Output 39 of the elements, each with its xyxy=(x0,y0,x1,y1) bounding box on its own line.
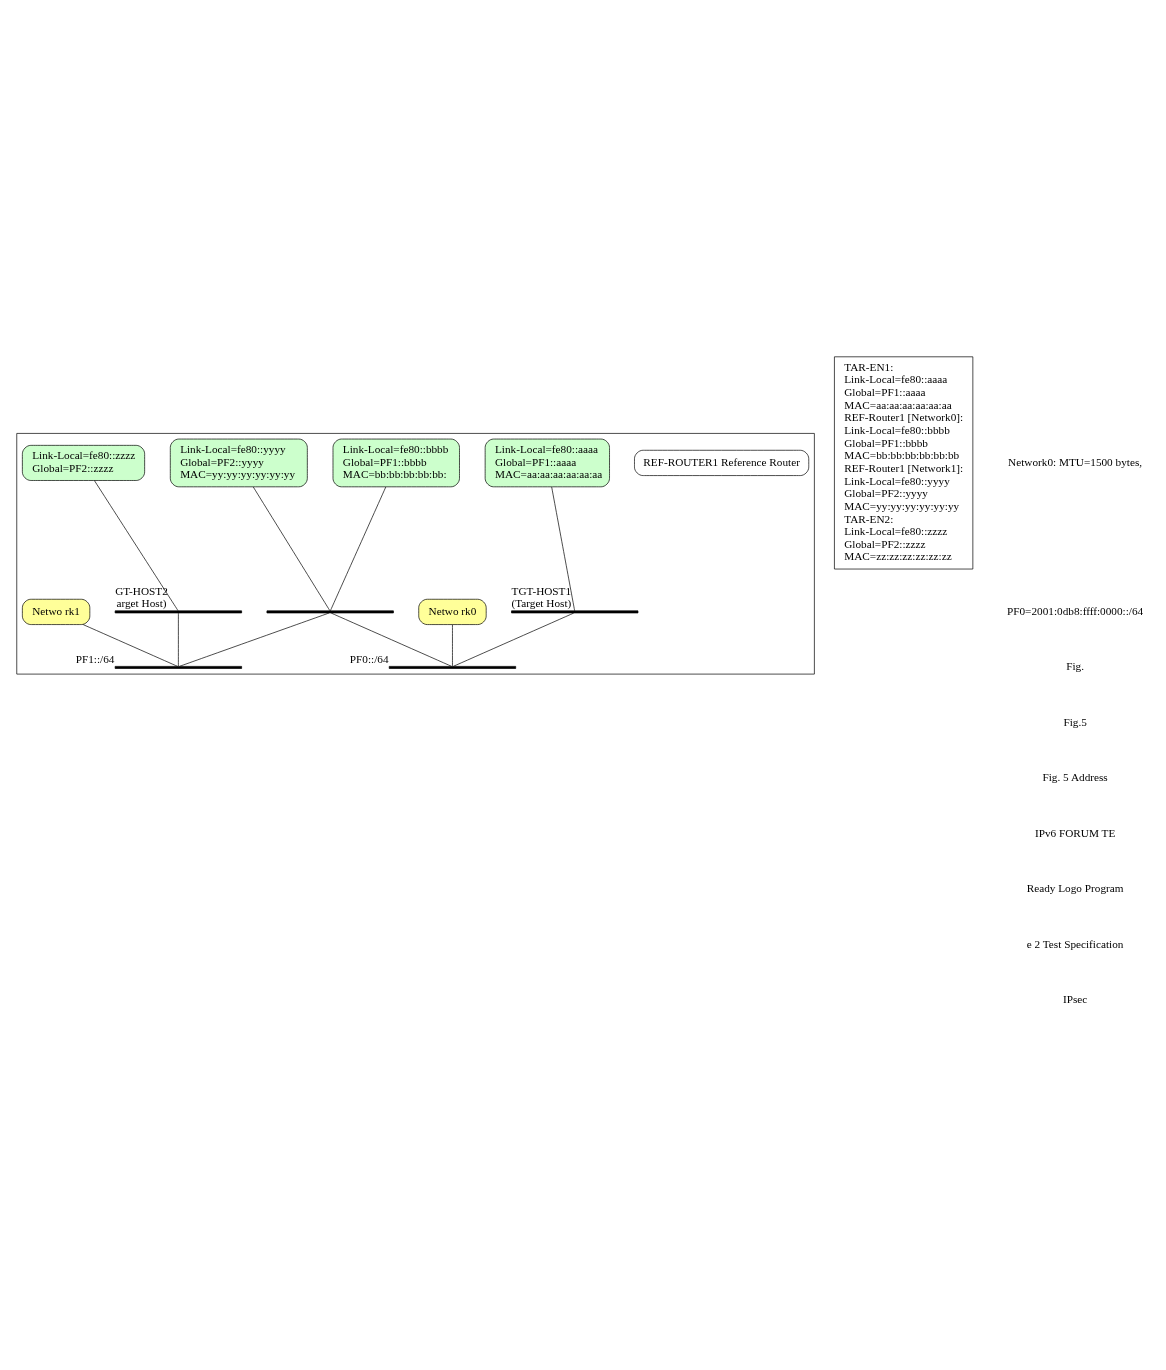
node-bar xyxy=(511,610,639,614)
connector xyxy=(551,486,575,612)
node-label: (Target Host) xyxy=(511,597,572,610)
connector xyxy=(178,612,179,667)
label: e 2 Test Specification xyxy=(1026,937,1124,950)
connector xyxy=(252,486,331,612)
node-bar xyxy=(114,666,242,669)
connector xyxy=(82,624,178,667)
node-box: Link-Local=fe80::aaaa Global=PF1::aaaa MAC=aa:aa:aa:aa:aa:aa xyxy=(484,438,610,488)
label: Fig. 5 Address xyxy=(1042,771,1108,784)
connector xyxy=(179,612,330,667)
node-label: PF1::/64 xyxy=(75,652,115,665)
node-box: Link-Local=fe80::bbbb Global=PF1::bbbb MAC=bb:bb:bb:bb:bb: xyxy=(332,438,460,488)
label: Fig.5 xyxy=(1063,715,1087,728)
node-box: Netwo rk1 xyxy=(22,598,91,625)
label: Fig. xyxy=(1066,660,1085,673)
cluster xyxy=(16,433,815,675)
node-box: Link-Local=fe80::zzzz Global=PF2::zzzz xyxy=(22,445,145,481)
label: Ready Logo Program xyxy=(1026,882,1124,895)
node-box: TAR-EN1: Link-Local=fe80::aaaa Global=PF1::aaaa MAC=aa:aa:aa:aa:aa:aa REF-Router1 [Network0]: Link-Local=fe80::bbbb Global=PF1::bbbb MAC=bb:bb:bb:bb:bb:bb REF-Router1 [Network1]: Link-Local=fe80::yyyy Global=PF2::yyyy MAC=yy:yy:yy:yy:yy:yy TAR-EN2: Link-Local=fe80::zzzz Global=PF2::zzzz MAC=zz:zz:zz:zz:zz:zz xyxy=(834,356,974,570)
node-label: arget Host) xyxy=(116,597,167,610)
node-bar xyxy=(388,666,517,669)
node-bar xyxy=(114,610,242,614)
connector xyxy=(452,624,453,667)
node-bar xyxy=(266,610,394,614)
label: Network0: MTU=1500 bytes, xyxy=(1008,455,1143,468)
node-box: REF-ROUTER1 Reference Router xyxy=(634,449,810,476)
connector xyxy=(94,480,179,611)
label: IPsec xyxy=(1062,993,1088,1006)
connector xyxy=(453,612,575,667)
label: IPv6 FORUM TE xyxy=(1034,826,1116,839)
node-label: TGT-HOST1 xyxy=(511,584,572,597)
node-label: PF0::/64 xyxy=(349,652,389,665)
connector xyxy=(330,486,387,612)
connector xyxy=(330,612,452,667)
node-box: Link-Local=fe80::yyyy Global=PF2::yyyy MAC=yy:yy:yy:yy:yy:yy xyxy=(169,438,308,488)
node-label: GT-HOST2 xyxy=(115,584,168,597)
node-box: Netwo rk0 xyxy=(418,598,487,625)
label: PF0=2001:0db8:ffff:0000::/64 xyxy=(1007,604,1144,617)
